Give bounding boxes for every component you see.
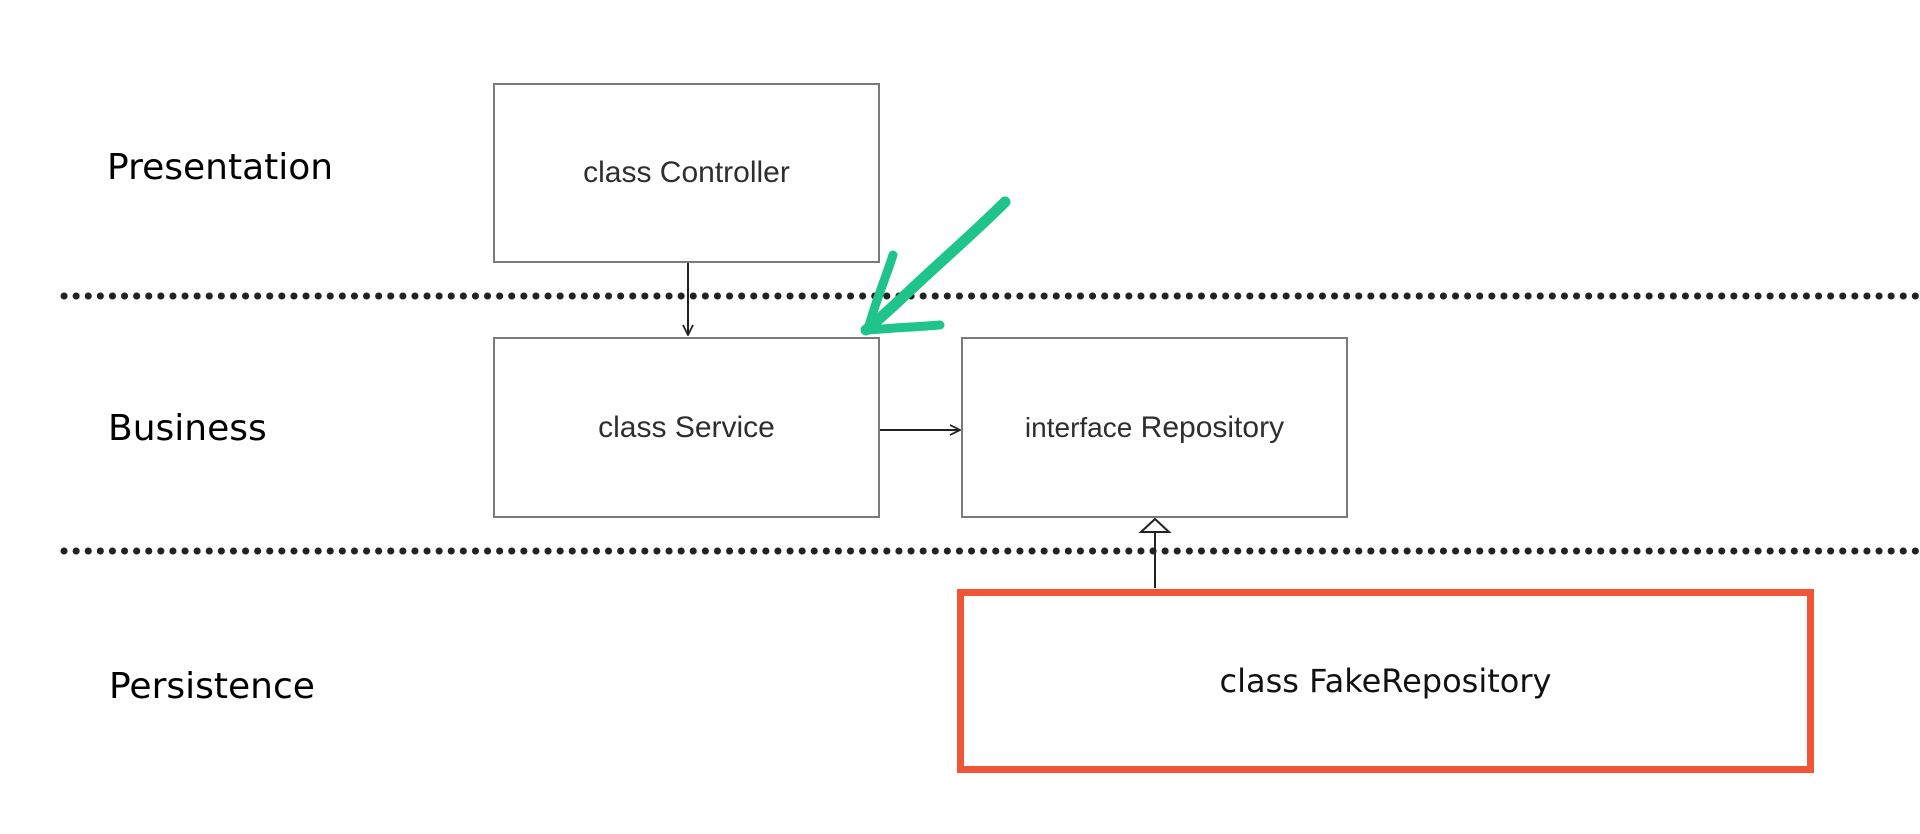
repository-box-label: interface Repository [1025, 411, 1284, 445]
service-box-label: class Service [598, 410, 775, 444]
layer-label-presentation: Presentation [107, 147, 334, 188]
repository-keyword: interface [1024, 411, 1133, 443]
repository-interface-box: interface Repository [961, 337, 1348, 518]
layer-label-business: Business [108, 408, 267, 449]
fake-repository-box: class FakeRepository [957, 589, 1814, 773]
layer-label-persistence: Persistence [109, 666, 315, 707]
controller-box: class Controller [493, 83, 880, 263]
annotation-arrow-icon [860, 196, 1011, 336]
fake-repository-label: class FakeRepository [1219, 662, 1552, 700]
repository-name: Repository [1140, 410, 1285, 444]
service-box: class Service [493, 337, 880, 518]
controller-box-label: class Controller [583, 156, 790, 189]
implements-arrow [1138, 517, 1172, 588]
